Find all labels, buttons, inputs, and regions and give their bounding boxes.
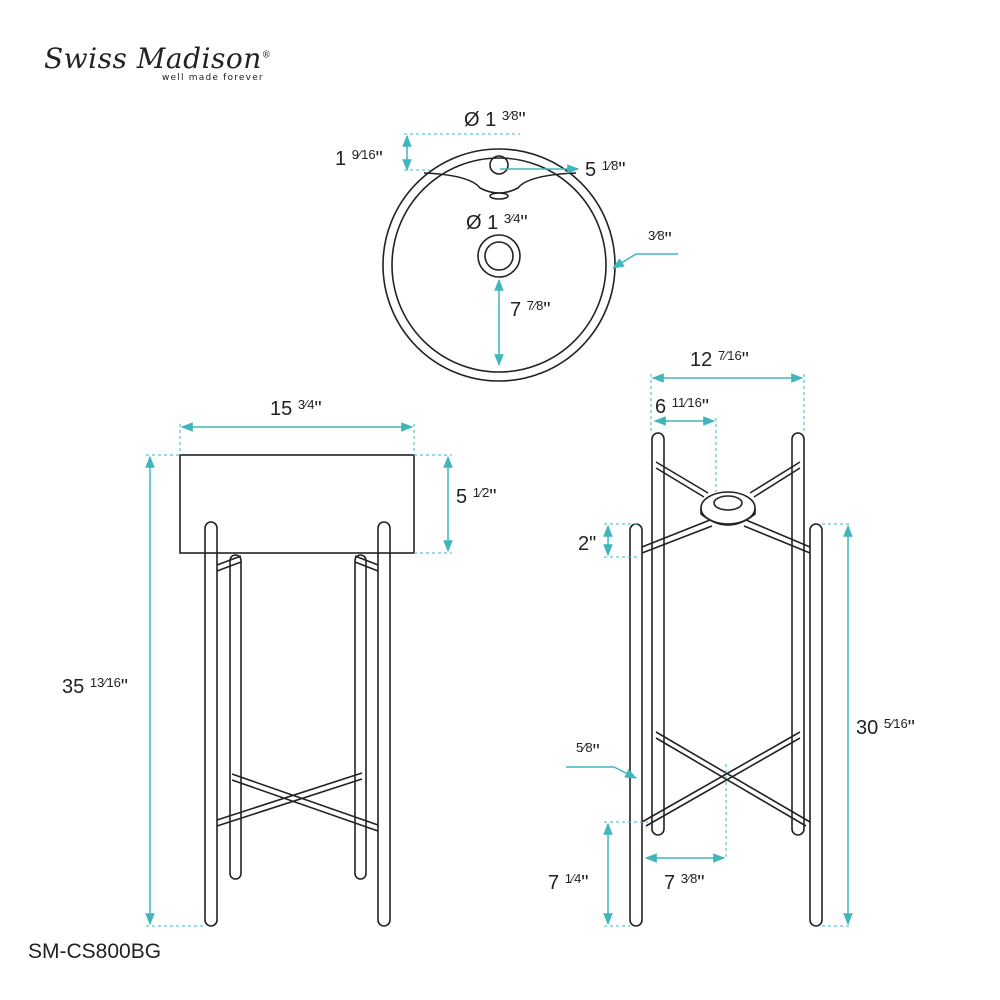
front-upper-brace bbox=[216, 555, 379, 572]
dim-lower-brace-offset: 7 3⁄8" bbox=[664, 871, 704, 894]
side-view bbox=[566, 373, 853, 927]
center-ring-side bbox=[700, 508, 756, 526]
dim-stand-height: 30 5⁄16" bbox=[856, 716, 915, 739]
brand-name: Swiss Madison bbox=[44, 42, 262, 75]
dim-basin-height: 5 1⁄2" bbox=[456, 485, 496, 508]
registered-mark: ® bbox=[261, 50, 272, 61]
dim-faucet-to-center: 5 1⁄8" bbox=[585, 158, 625, 181]
side-upper-braces bbox=[641, 461, 811, 554]
dim-ring-height: 2" bbox=[578, 533, 596, 555]
dim-stand-width: 12 7⁄16" bbox=[690, 348, 749, 371]
dim-lower-brace-height: 7 1⁄4" bbox=[548, 871, 588, 894]
brand-logo: Swiss Madison® well made forever bbox=[44, 42, 294, 92]
dimension-labels: Ø 1 3⁄8" 1 9⁄16" 5 1⁄8" Ø 1 3⁄4" 3⁄8" 7 … bbox=[62, 108, 915, 894]
side-back-left-leg bbox=[651, 432, 665, 836]
basin-inner-rim bbox=[391, 157, 607, 373]
front-view bbox=[145, 422, 453, 927]
dim-faucet-hole-offset: 1 9⁄16" bbox=[335, 147, 383, 170]
side-lower-cross bbox=[641, 731, 811, 827]
side-front-left-leg bbox=[629, 523, 643, 927]
model-number: SM-CS800BG bbox=[28, 940, 162, 963]
overflow-slot bbox=[489, 192, 509, 200]
brand-tagline: well made forever bbox=[162, 73, 264, 83]
front-lower-cross bbox=[216, 772, 379, 832]
dim-total-height: 35 13⁄16" bbox=[62, 675, 128, 698]
dim-basin-width: 15 3⁄4" bbox=[270, 397, 322, 420]
front-left-inner-leg bbox=[229, 554, 242, 880]
drain-outer bbox=[477, 234, 521, 278]
side-front-right-leg bbox=[809, 523, 823, 927]
dim-drain-diameter: Ø 1 3⁄4" bbox=[466, 211, 528, 234]
dim-stand-half-width: 6 11⁄16" bbox=[655, 395, 709, 418]
dim-drain-to-edge: 7 7⁄8" bbox=[510, 298, 550, 321]
front-left-outer-leg bbox=[204, 521, 218, 927]
front-right-outer-leg bbox=[377, 521, 391, 927]
side-back-right-leg bbox=[791, 432, 805, 836]
dim-faucet-hole-diameter: Ø 1 3⁄8" bbox=[464, 108, 526, 131]
faucet-hole bbox=[489, 155, 509, 175]
front-right-inner-leg bbox=[354, 554, 367, 880]
center-ring-inner bbox=[713, 495, 743, 511]
overflow-deck bbox=[423, 172, 577, 194]
dim-rim-thickness: 3⁄8" bbox=[648, 228, 672, 251]
dim-leg-diameter: 5⁄8" bbox=[576, 740, 600, 763]
drain-inner bbox=[484, 241, 514, 271]
top-view bbox=[382, 133, 678, 382]
basin-body bbox=[179, 454, 415, 554]
